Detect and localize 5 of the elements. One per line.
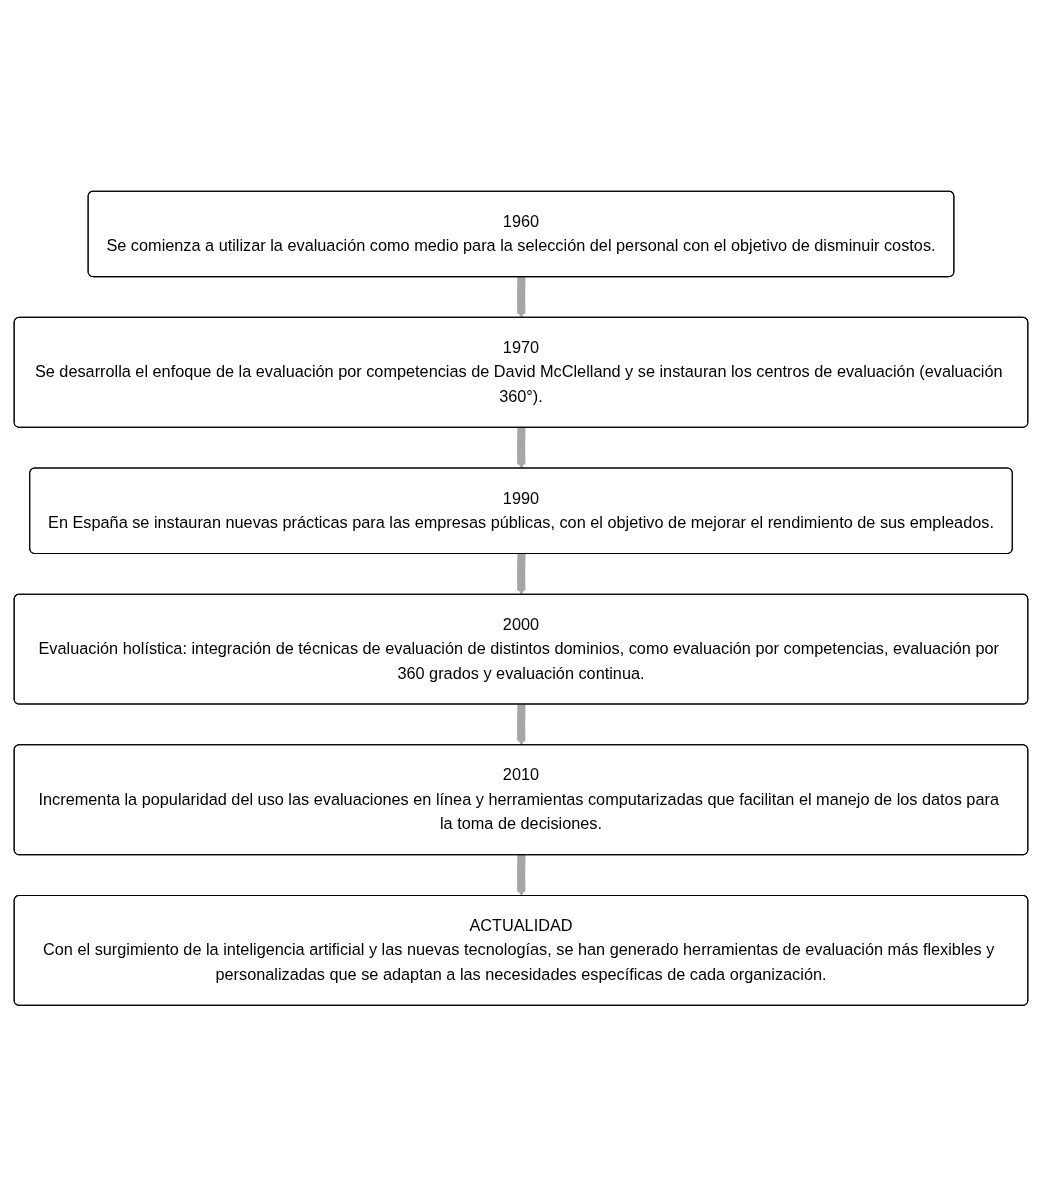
arrow <box>516 854 526 897</box>
arrow <box>516 426 526 469</box>
arrow <box>516 276 526 318</box>
arrow <box>516 703 526 746</box>
arrow <box>516 552 526 595</box>
